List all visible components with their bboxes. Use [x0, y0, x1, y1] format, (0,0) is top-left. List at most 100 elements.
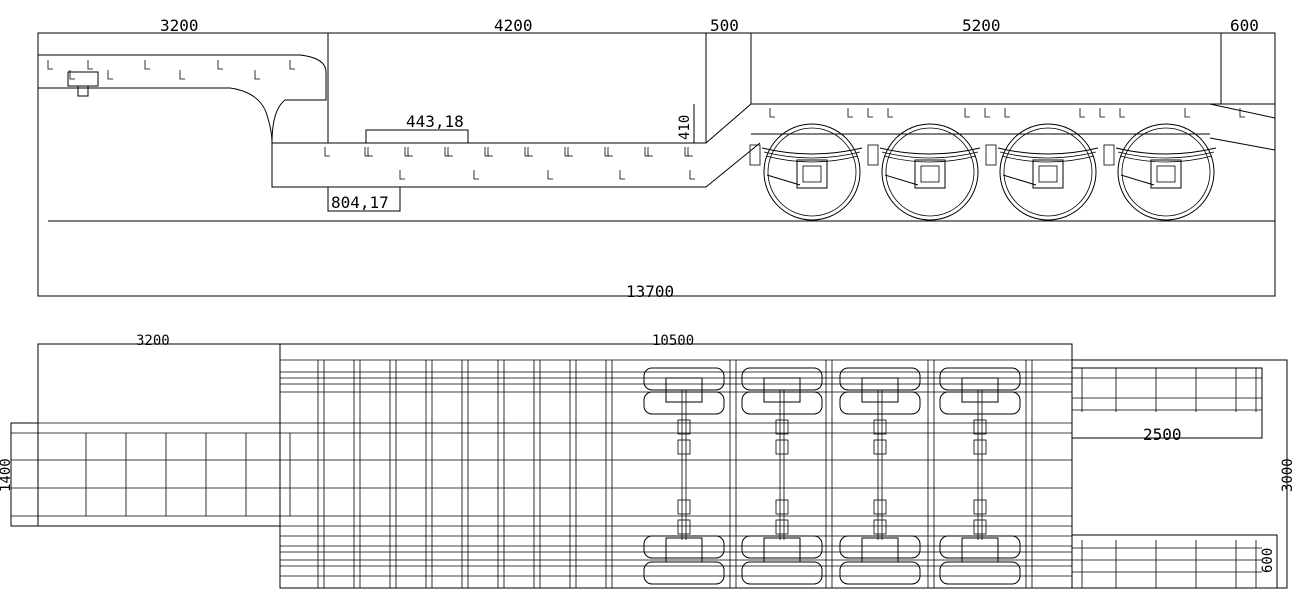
crossmember-tick [1004, 108, 1010, 118]
dim-gooseneck: 3200 [160, 16, 199, 35]
brake-chamber [677, 499, 691, 515]
brake-chamber [775, 519, 789, 535]
brake-chamber [775, 499, 789, 515]
well-deck-top [272, 103, 1275, 144]
ramp-lower-box [1071, 534, 1278, 589]
hub [1150, 159, 1182, 189]
dim-well-height: 410 [677, 115, 693, 140]
crossmember-tick [324, 147, 330, 157]
leaf-spring [763, 151, 861, 159]
leaf-spring [765, 155, 859, 163]
crossmember-tick [1119, 108, 1125, 118]
crossmember-tick [887, 108, 893, 118]
rear-crossmembers [769, 108, 1245, 118]
crossmember-tick [1184, 108, 1190, 118]
crossmember-tick [144, 60, 150, 70]
well-deck-bottom [271, 142, 761, 188]
torque-rod [766, 174, 801, 186]
crossmember-tick [217, 60, 223, 70]
hub [665, 377, 703, 403]
crossmember-tick [687, 147, 693, 157]
crossmember-tick [524, 147, 530, 157]
crossmember-tick [769, 108, 775, 118]
tire [839, 535, 921, 559]
torque-rod [1120, 174, 1155, 186]
crossmember-tick [867, 108, 873, 118]
tire [643, 535, 725, 559]
hub [796, 159, 828, 189]
dim-well: 4200 [494, 16, 533, 35]
leaf-spring [1115, 147, 1217, 155]
crossmember-tick [647, 147, 653, 157]
hanger [985, 144, 997, 166]
tire [839, 561, 921, 585]
hanger [867, 144, 879, 166]
brake-chamber [677, 419, 691, 435]
wheel-rim [767, 127, 857, 217]
brake-chamber [873, 499, 887, 515]
dim-rear: 600 [1230, 16, 1259, 35]
tire [643, 561, 725, 585]
gooseneck-lower-outline [38, 87, 273, 144]
brake-chamber [677, 519, 691, 535]
hub [961, 537, 999, 563]
side-view: 3200 4200 500 5200 600 443,18 804,17 137… [37, 16, 1276, 301]
crossmember-tick [1079, 108, 1085, 118]
hub [861, 537, 899, 563]
hub [763, 377, 801, 403]
brake-chamber [973, 499, 987, 515]
side-view-frame [37, 32, 1276, 297]
neck-beams [11, 422, 1072, 527]
crossmember-tick [87, 60, 93, 70]
dim-ramp-length: 2500 [1143, 425, 1182, 444]
crossmember-tick [407, 147, 413, 157]
wheel [1117, 123, 1215, 221]
hub [1032, 159, 1064, 189]
brake-chamber [677, 439, 691, 455]
crossmember-tick [964, 108, 970, 118]
torque-rod [884, 174, 919, 186]
crossmember-tick [473, 170, 479, 180]
crossmember-tick [604, 147, 610, 157]
crossmember-tick [564, 147, 570, 157]
tire [741, 561, 823, 585]
hub-inner [1156, 165, 1176, 183]
crossmember-tick [684, 147, 690, 157]
crossmember-tick [1099, 108, 1105, 118]
wheel-rim [1003, 127, 1093, 217]
dim-deck: 10500 [652, 333, 694, 349]
leaf-spring [879, 147, 981, 155]
brake-chamber [973, 439, 987, 455]
leaf-spring [997, 147, 1099, 155]
crossmember-tick [619, 170, 625, 180]
crossmember-tick [527, 147, 533, 157]
crossmember-tick [847, 108, 853, 118]
brake-chamber [775, 439, 789, 455]
wheel-set [749, 123, 1217, 221]
gooseneck-upper-outline [38, 54, 327, 144]
brake-chamber [873, 519, 887, 535]
upper-beam-box [365, 129, 469, 144]
leaf-spring [999, 151, 1097, 159]
well-crossmembers [324, 147, 695, 180]
axle-set [643, 367, 1021, 585]
brake-chamber [775, 419, 789, 435]
crossmember-tick [399, 170, 405, 180]
crossmember-tick [447, 147, 453, 157]
brake-chamber [973, 519, 987, 535]
tire [939, 391, 1021, 415]
tire [643, 367, 725, 391]
crossmember-tick [404, 147, 410, 157]
crossmember-tick [69, 70, 75, 80]
tire [741, 391, 823, 415]
main-deck-plan [279, 343, 1073, 589]
dim-neck-width: 1400 [0, 458, 14, 492]
gooseneck-crossmembers [47, 60, 295, 80]
rear-outline [1071, 359, 1288, 589]
tire [839, 367, 921, 391]
crossmember-tick [567, 147, 573, 157]
hanger [1103, 144, 1115, 166]
hub-inner [802, 165, 822, 183]
crossmember-tick [364, 147, 370, 157]
